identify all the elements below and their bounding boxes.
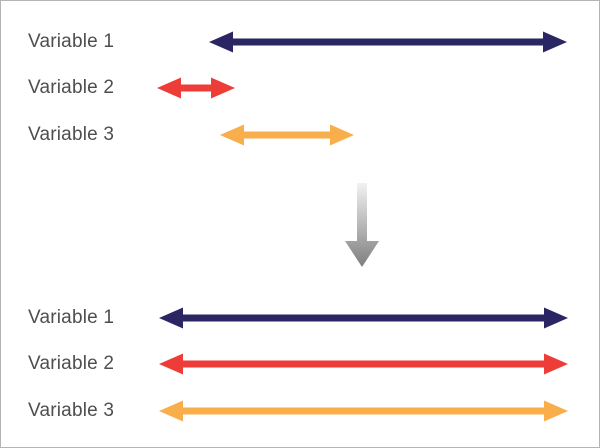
range-arrow-icon: [209, 31, 567, 53]
range-arrow-icon: [157, 77, 235, 99]
range-arrow-icon: [159, 353, 568, 375]
down-arrow-icon: [345, 183, 379, 267]
range-arrow-icon: [159, 400, 568, 422]
variable-label: Variable 3: [28, 400, 115, 421]
variable-label: Variable 2: [28, 353, 115, 374]
range-arrow-icon: [159, 307, 568, 329]
variable-label: Variable 2: [28, 77, 115, 98]
variable-label: Variable 1: [28, 31, 115, 52]
variable-label: Variable 1: [28, 307, 115, 328]
range-arrow-icon: [220, 124, 354, 146]
down-arrow-shape: [345, 183, 379, 267]
variable-label: Variable 3: [28, 124, 115, 145]
